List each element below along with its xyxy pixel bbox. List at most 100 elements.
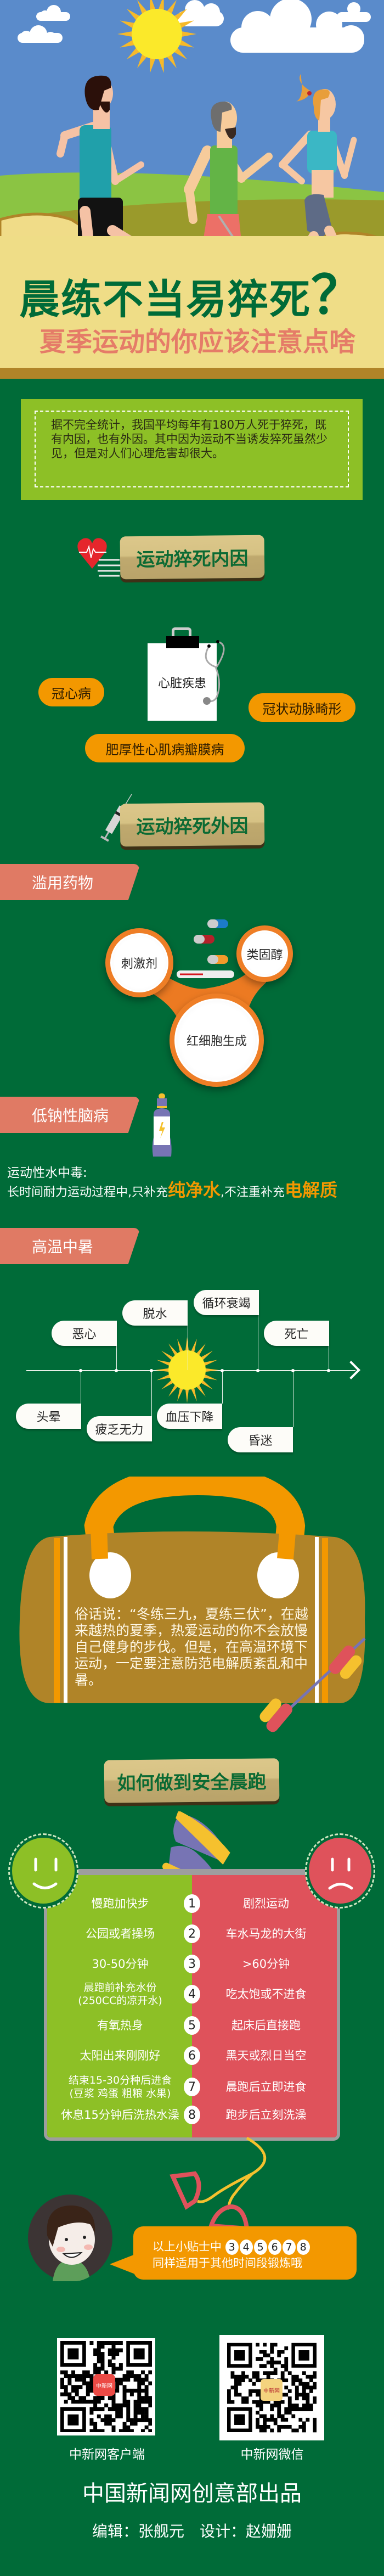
symptom-label: 疲乏无力 — [87, 1416, 152, 1441]
highlight-electrolyte: 电解质 — [285, 1180, 338, 1200]
hero-illustration — [0, 0, 384, 247]
cause-pill: 冠心病 — [38, 678, 104, 706]
drug-label: 刺激剂 — [121, 957, 157, 971]
bag-handle — [84, 1477, 306, 1589]
timeline-dot — [256, 1369, 259, 1372]
bag-text: 俗话说：“冬练三九，夏练三伏”，在越来越热的夏季，热爱运动的你不会放慢自己健身的… — [75, 1606, 308, 1688]
row-number: 3 — [184, 1955, 200, 1973]
bad-column — [192, 1875, 337, 2137]
drug-circle: 刺激剂 — [105, 928, 173, 997]
intro-text: 据不完全统计，我国平均每年有180万人死于猝死，既有内因，也有外因。其中因为运动… — [51, 418, 327, 460]
comparison-board — [44, 1872, 340, 2141]
tip-number-badge: 8 — [296, 2240, 310, 2255]
intro-box: 据不完全统计，我国平均每年有180万人死于猝死，既有内因，也有外因。其中因为运动… — [21, 399, 363, 500]
cause-pill: 冠状动脉畸形 — [249, 693, 355, 722]
bad-practice: 吃太饱或不进食 — [225, 1988, 307, 2001]
timeline-arrow-icon — [342, 1361, 360, 1379]
row-number: 4 — [184, 1985, 200, 2003]
subsection-banner-sodium: 低钠性脑病 — [0, 1097, 139, 1133]
water-intoxication-desc: 长时间耐力运动过程中,只补充纯净水,不注重补充电解质 — [7, 1179, 337, 1204]
row-number: 6 — [184, 2046, 200, 2065]
intro-dashed-border — [35, 411, 349, 487]
title-text: 晨练不当易猝死 — [19, 276, 311, 323]
sports-drink-bottle-icon — [152, 1093, 172, 1157]
timeline-dot — [150, 1369, 153, 1372]
subsection-banner-heatstroke: 高温中暑 — [0, 1228, 139, 1264]
producer-credit: 中国新闻网创意部出品 — [82, 2481, 302, 2506]
bad-practice: >60分钟 — [242, 1957, 290, 1971]
cause-pill: 肥厚性心肌病瓣膜病 — [85, 734, 245, 762]
good-practice: 太阳出来刚刚好 — [80, 2049, 161, 2062]
water-intoxication-term: 运动性水中毒: — [7, 1166, 87, 1180]
tip-number-badge: 3 — [225, 2240, 239, 2255]
thermometer-icon — [177, 970, 234, 978]
subsection-banner-drugs: 滥用药物 — [0, 864, 139, 900]
tip-prefix: 以上小贴士中 — [153, 2240, 222, 2253]
section-heading-external: 运动猝死外因 — [120, 802, 265, 847]
page-title: 晨练不当易猝死？ — [0, 269, 384, 323]
good-column — [47, 1875, 192, 2137]
sun-icon — [155, 1337, 219, 1403]
good-practice: 有氧热身 — [97, 2019, 143, 2032]
drug-label: 红细胞生成 — [186, 1035, 247, 1048]
page-subtitle: 夏季运动的你应该注意点啥 — [39, 327, 355, 357]
symptom-label: 头晕 — [16, 1404, 81, 1429]
section-heading-safe-run: 如何做到安全晨跑 — [104, 1758, 280, 1803]
timeline-connector — [116, 1346, 117, 1370]
timeline-connector — [222, 1370, 223, 1404]
tip-number-badge: 7 — [282, 2240, 296, 2255]
runner-woman-ponytail — [279, 74, 357, 247]
row-number: 2 — [184, 1924, 200, 1943]
chinanews-logo: 中新网 — [261, 2379, 283, 2401]
chinanews-logo: 中新网 — [93, 2374, 115, 2396]
tip-suffix: 同样适用于其他时间段锻炼哦 — [153, 2257, 302, 2270]
good-practice: 30-50分钟 — [92, 1957, 149, 1971]
pills-icon — [177, 919, 234, 978]
title-band — [0, 236, 384, 368]
cloud-icon — [18, 0, 371, 53]
section-heading-internal: 运动猝死内因 — [120, 535, 265, 580]
dumbbell-icon — [259, 1637, 366, 1732]
tip-number-badge: 5 — [253, 2240, 267, 2255]
bad-practice: 剧烈运动 — [243, 1897, 289, 1910]
good-practice: 晨跑前补充水份 (250CC的凉开水) — [78, 1982, 162, 2007]
title-question-mark: ？ — [311, 265, 365, 326]
bad-practice: 起床后直接跑 — [231, 2019, 301, 2032]
qr-app-label: 中新网客户端 — [69, 2448, 145, 2462]
good-practice: 慢跑加快步 — [91, 1897, 149, 1910]
runner-man-gray-hair — [184, 102, 273, 247]
stethoscope-icon — [203, 640, 225, 705]
good-practice: 结束15-30分种后进食 (豆浆 鸡蛋 粗粮 水果) — [68, 2074, 172, 2100]
sun-icon — [117, 0, 196, 73]
row-number: 8 — [184, 2106, 200, 2124]
bad-practice: 跑步后立刻洗澡 — [225, 2108, 307, 2122]
bad-practice: 黑天或烈日当空 — [225, 2049, 307, 2062]
tip-number-badge: 6 — [268, 2240, 281, 2255]
symptom-label: 昏迷 — [228, 1427, 293, 1452]
tip-number-badge: 4 — [239, 2240, 253, 2255]
editor-designer-credit: 编辑：张舰元 设计：赵姗姗 — [92, 2522, 292, 2540]
row-number: 1 — [184, 1894, 200, 1913]
good-practice: 公园或者操场 — [86, 1927, 155, 1940]
timeline-dot — [115, 1369, 118, 1372]
good-practice: 休息15分钟后洗热水澡 — [61, 2108, 179, 2122]
desc-text: 长时间耐力运动过程中,只补充 — [7, 1186, 168, 1199]
happy-face-icon — [12, 1838, 75, 1904]
drug-label: 类固醇 — [246, 948, 283, 962]
sports-bag-illustration — [19, 1477, 365, 1703]
drug-circle: 类固醇 — [236, 925, 293, 982]
bad-practice: 晨跑后立即进食 — [225, 2080, 307, 2094]
sign-bar — [46, 1869, 340, 1872]
title-band-stripe — [0, 368, 384, 379]
symptom-label: 循环衰竭 — [194, 1290, 259, 1315]
sad-face-icon — [309, 1838, 371, 1904]
timeline-dot — [327, 1369, 330, 1372]
symptom-label: 死亡 — [264, 1321, 329, 1346]
cartoon-avatar — [28, 2195, 112, 2281]
row-number: 7 — [184, 2078, 200, 2096]
bad-practice: 车水马龙的大街 — [225, 1927, 307, 1940]
timeline-dot — [221, 1369, 224, 1372]
